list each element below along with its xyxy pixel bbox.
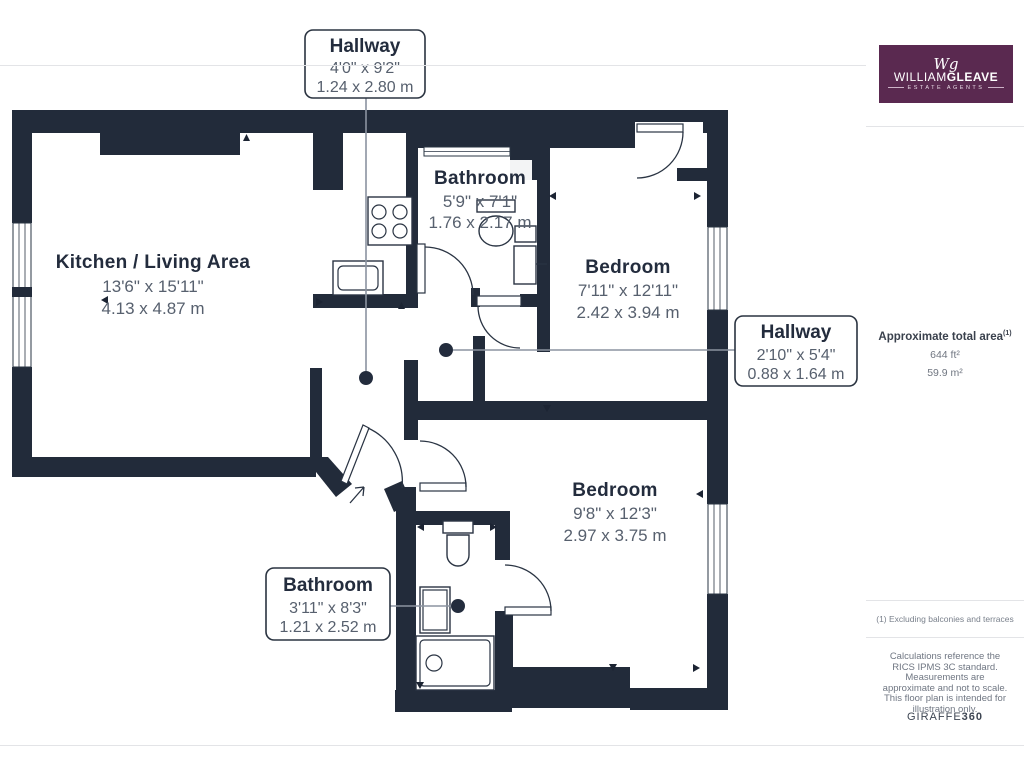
window-left: [12, 222, 32, 368]
svg-text:13'6" x 15'11": 13'6" x 15'11": [102, 277, 203, 296]
svg-text:2.42 x 3.94 m: 2.42 x 3.94 m: [576, 303, 679, 322]
door-bathroom-top: [416, 243, 474, 296]
svg-text:2'10" x 5'4": 2'10" x 5'4": [757, 347, 836, 364]
svg-text:Kitchen / Living Area: Kitchen / Living Area: [56, 252, 251, 273]
room-label-bedroom-right: Bedroom 7'11" x 12'11" 2.42 x 3.94 m: [576, 257, 679, 322]
svg-text:7'11" x 12'11": 7'11" x 12'11": [578, 281, 678, 300]
door-hallway-bedroom: [476, 295, 522, 349]
total-area-section: Approximate total area(1) 644 ft² 59.9 m…: [866, 330, 1024, 379]
toilet-bottom-icon: [442, 520, 474, 567]
frame-bottom-line: [0, 745, 1024, 746]
disclaimer-text: Calculations reference the RICS IPMS 3C …: [882, 651, 1008, 715]
svg-text:3'11" x 8'3": 3'11" x 8'3": [289, 600, 367, 617]
svg-text:Bathroom: Bathroom: [434, 168, 526, 189]
survey-ticks: [101, 134, 703, 689]
svg-text:4'0" x 9'2": 4'0" x 9'2": [330, 60, 400, 77]
agency-monogram-icon: Wg: [933, 54, 959, 73]
svg-text:Bathroom: Bathroom: [283, 575, 373, 596]
callout-hallway-top: Hallway 4'0" x 9'2" 1.24 x 2.80 m: [304, 29, 426, 99]
toilet-top-icon: [476, 199, 516, 247]
svg-text:9'8" x 12'3": 9'8" x 12'3": [573, 504, 657, 523]
entrance-door: [340, 424, 403, 504]
window-bathroom-top: [423, 146, 511, 157]
agency-name: WILLIAMGLEAVE: [893, 69, 999, 84]
sidebar-section-divider-1: [866, 126, 1024, 127]
svg-text:0.88 x 1.64 m: 0.88 x 1.64 m: [748, 366, 845, 383]
svg-text:Bedroom: Bedroom: [572, 480, 658, 501]
bathroom-sink-top-icon: [513, 245, 547, 285]
svg-text:1.24 x 2.80 m: 1.24 x 2.80 m: [317, 79, 414, 96]
window-right-bottom: [707, 503, 728, 595]
tagline-dash-left: [887, 87, 904, 88]
bathtub-icon: [415, 635, 495, 691]
svg-text:Bedroom: Bedroom: [585, 257, 671, 278]
svg-text:2.97 x 3.75 m: 2.97 x 3.75 m: [563, 526, 666, 545]
frame-top-line: [0, 65, 866, 66]
door-bedroom-top: [636, 123, 684, 179]
entrance-arrow-icon: [349, 486, 365, 504]
total-area-metric: 59.9 m²: [927, 366, 963, 379]
svg-text:4.13 x 4.87 m: 4.13 x 4.87 m: [101, 299, 204, 318]
sidebar-section-divider-3: [866, 637, 1024, 638]
radiator-top-icon: [514, 225, 537, 243]
footnote-text: (1) Excluding balconies and terraces: [876, 613, 1014, 624]
giraffe360-brand: GIRAFFE360: [906, 711, 984, 723]
room-label-kitchen: Kitchen / Living Area 13'6" x 15'11" 4.1…: [56, 252, 251, 318]
door-ensuite: [504, 564, 552, 616]
room-label-bedroom-bottom: Bedroom 9'8" x 12'3" 2.97 x 3.75 m: [563, 480, 666, 545]
sidebar: Wg WILLIAMGLEAVE ESTATE AGENTS Approxima…: [866, 0, 1024, 745]
total-area-imperial: 644 ft²: [930, 348, 960, 361]
tagline-dash-right: [988, 87, 1005, 88]
kitchen-sink-icon: [332, 260, 384, 296]
agency-tagline: ESTATE AGENTS: [887, 84, 1005, 92]
total-area-title: Approximate total area(1): [878, 330, 1012, 343]
svg-text:1.21 x 2.52 m: 1.21 x 2.52 m: [280, 619, 377, 636]
hob-icon: [367, 196, 413, 246]
door-bedroom-bottom: [419, 440, 467, 492]
svg-text:5'9" x 7'1": 5'9" x 7'1": [443, 192, 517, 211]
svg-text:Hallway: Hallway: [330, 36, 401, 57]
callout-bathroom-bottom: Bathroom 3'11" x 8'3" 1.21 x 2.52 m: [265, 567, 391, 641]
svg-text:1.76 x 2.17 m: 1.76 x 2.17 m: [428, 213, 531, 232]
footnote-section: (1) Excluding balconies and terraces: [866, 600, 1024, 637]
room-label-bathroom-top: Bathroom 5'9" x 7'1" 1.76 x 2.17 m: [428, 160, 532, 232]
floorplan-drawing: Kitchen / Living Area 13'6" x 15'11" 4.1…: [12, 29, 858, 712]
callout-hallway-right: Hallway 2'10" x 5'4" 0.88 x 1.64 m: [734, 315, 858, 387]
window-right-top: [707, 226, 728, 311]
bathroom-sink-bottom-icon: [419, 586, 451, 634]
sidebar-section-divider-2: [866, 600, 1024, 601]
leader-lines: [359, 98, 735, 613]
svg-text:Hallway: Hallway: [761, 322, 832, 343]
agency-logo: Wg WILLIAMGLEAVE ESTATE AGENTS: [879, 45, 1013, 103]
